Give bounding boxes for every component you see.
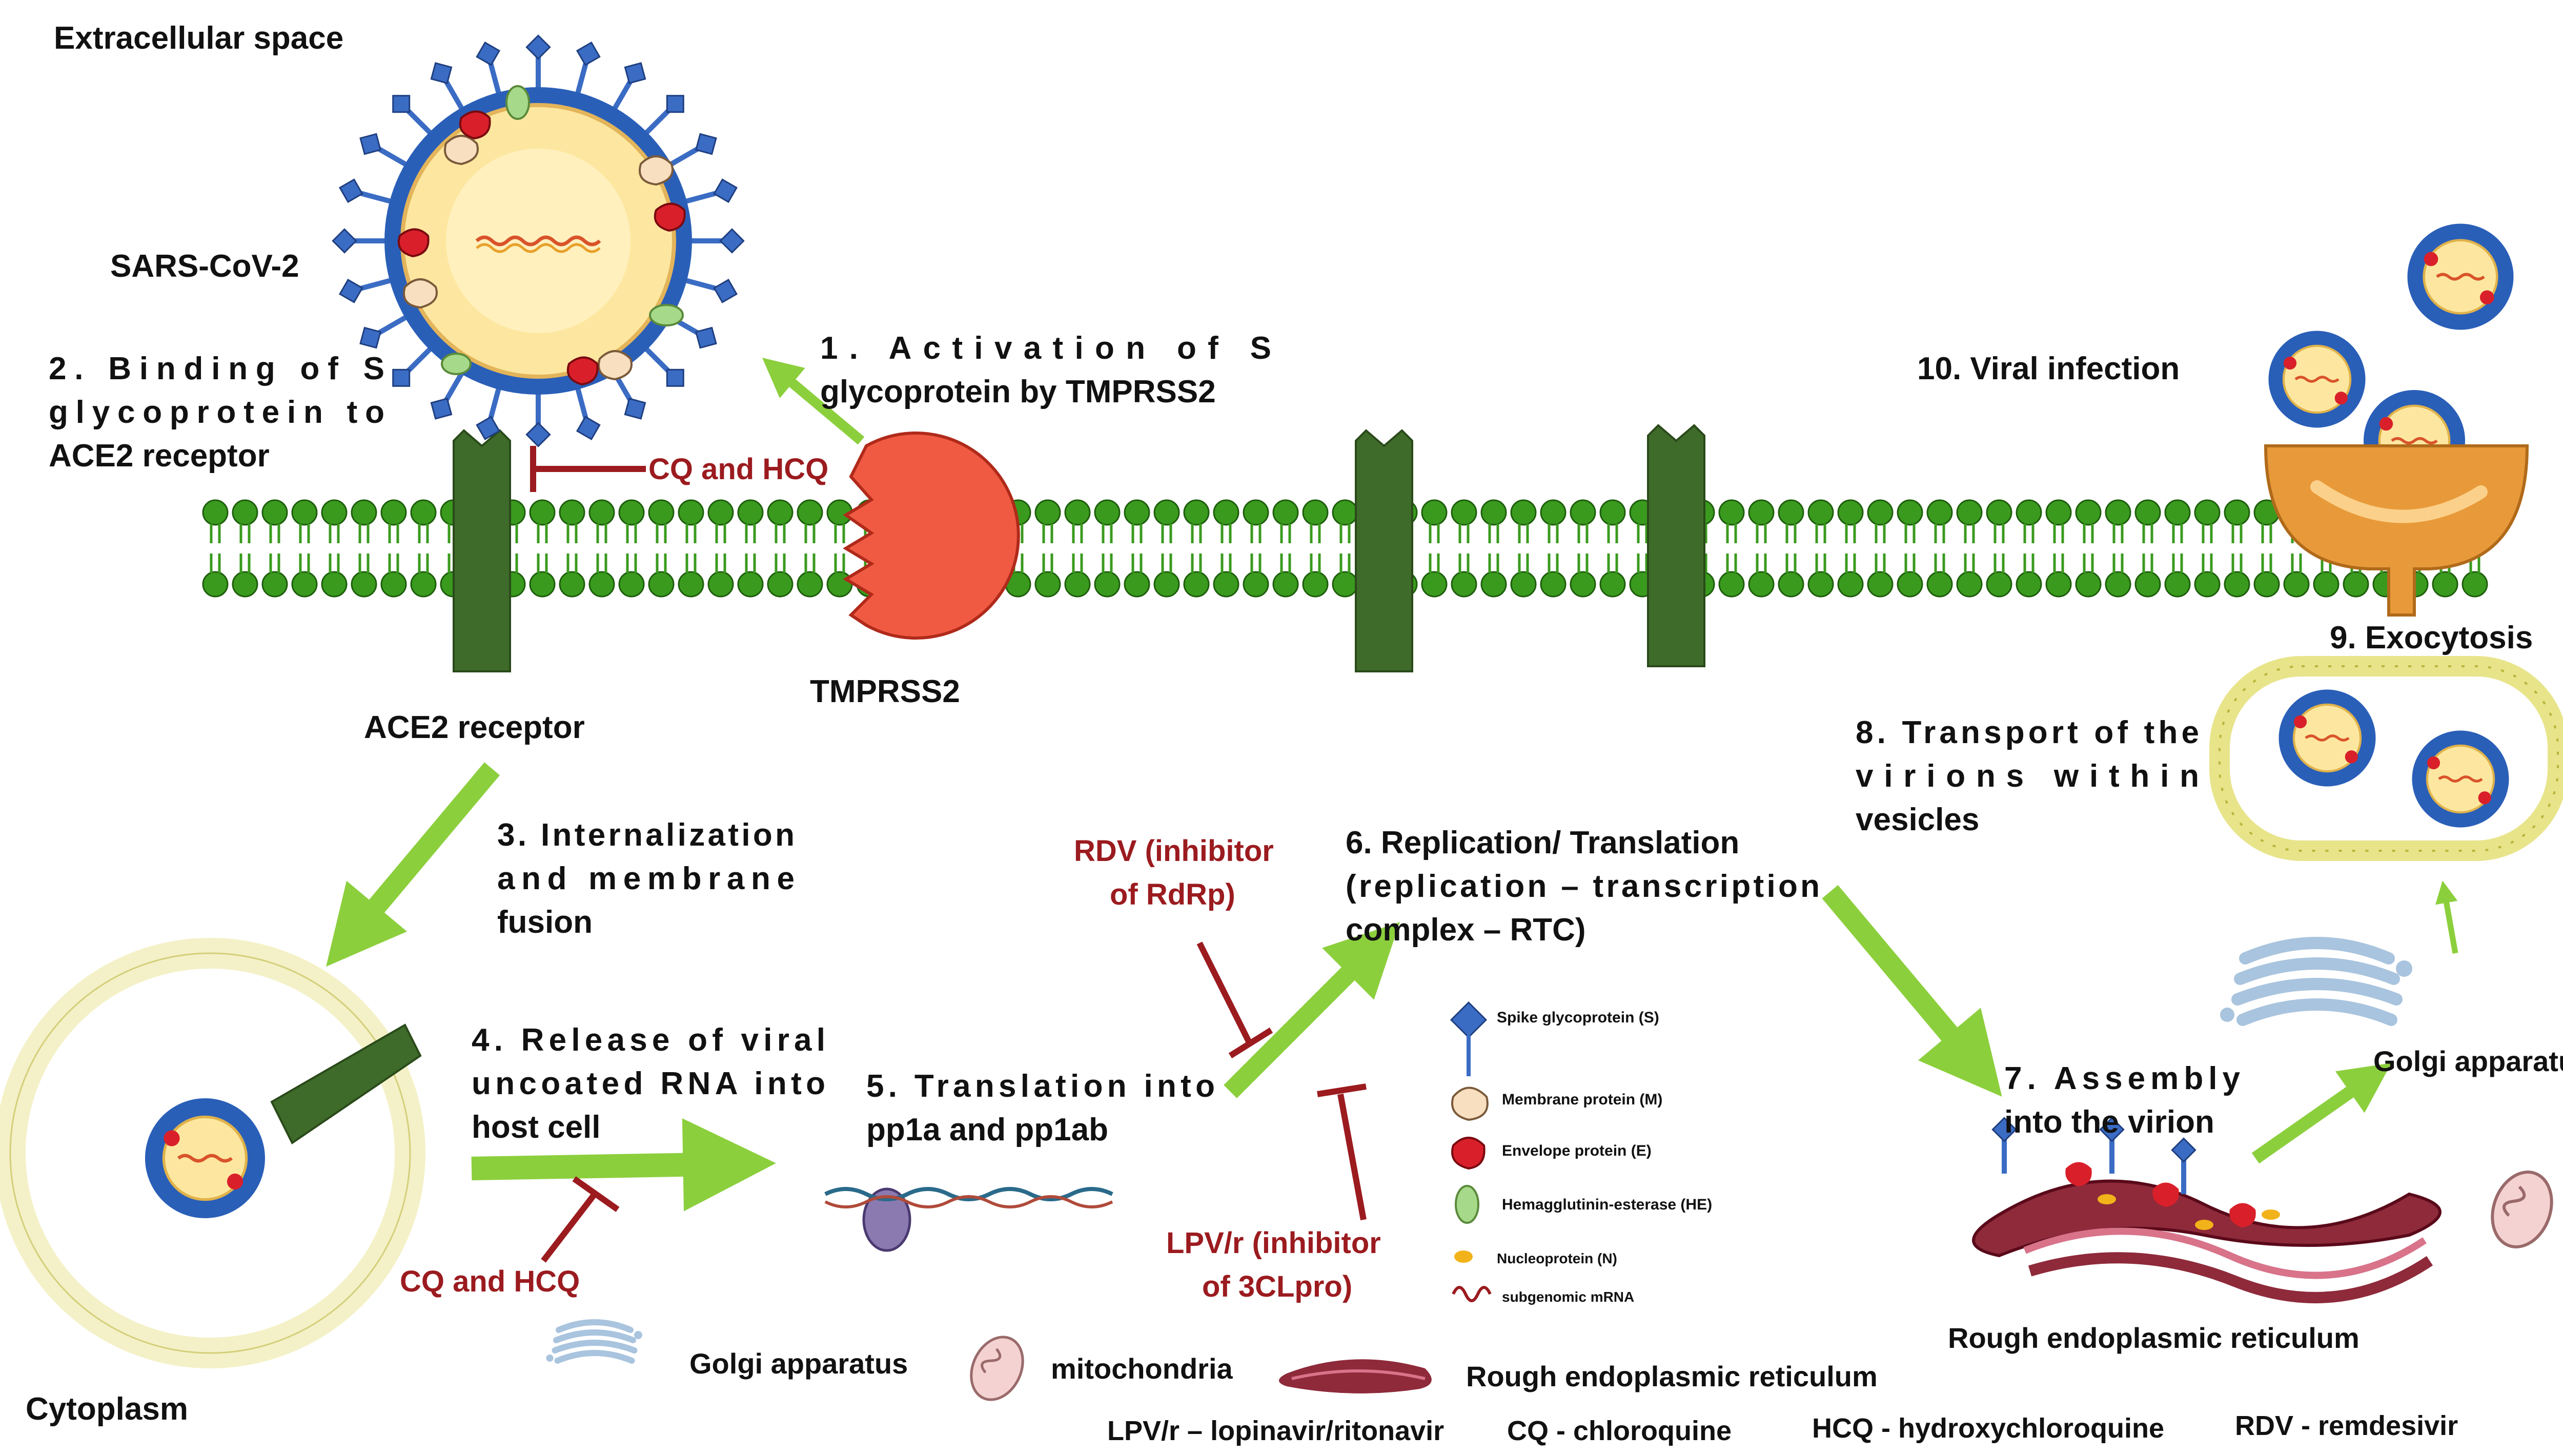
ace2-receptor [453,429,511,672]
abbr-rdv: RDV - remdesivir [2235,1410,2458,1441]
golgi-label-right: Golgi apparatus [2373,1045,2563,1077]
step-4-label: 4. Release of viral uncoated RNA into ho… [472,1022,839,1145]
transmembrane-protein [1355,429,1413,672]
key-mrna-label: subgenomic mRNA [1502,1289,1634,1305]
legend-golgi-icon [546,1322,643,1362]
cytoplasm-label: Cytoplasm [26,1391,188,1427]
legend-rer-label: Rough endoplasmic reticulum [1466,1360,1878,1392]
legend-rer-icon [1279,1359,1432,1393]
released-virion [2408,224,2514,330]
rdv-label: RDV (inhibitor of RdRp) [1074,834,1282,911]
ribosome-translation [824,1187,1113,1252]
sars-cov-2-virion [333,35,743,446]
key-spike-label: Spike glycoprotein (S) [1497,1009,1659,1026]
cq-hcq-entry-label: CQ and HCQ [648,453,828,486]
step-8-label: 8. Transport of the virions within vesic… [1856,715,2219,837]
key-nucleoprotein-label: Nucleoprotein (N) [1497,1250,1617,1266]
sars-cov-2-label: SARS-CoV-2 [110,249,299,284]
arrow-to-vesicle [2431,878,2467,955]
step-5-label: 5. Translation into pp1a and pp1ab [866,1069,1228,1147]
endosome [0,938,425,1368]
released-virion [2269,331,2366,428]
inhibitor-rdv [1196,941,1273,1059]
rough-endoplasmic-reticulum [1972,1118,2442,1303]
key-membrane-label: Membrane protein (M) [1502,1091,1662,1108]
protein-key [1450,1001,1492,1302]
mitochondrion [2483,1164,2562,1256]
abbr-lpv: LPV/r – lopinavir/ritonavir [1107,1416,1444,1446]
inhibitor-cq-hcq-entry [530,446,646,492]
golgi-apparatus [2220,943,2412,1022]
inhibitor-lpv [1317,1083,1367,1221]
exocytosis-cup [2264,444,2529,617]
tmprss2-enzyme [843,432,1020,640]
lpv-label: LPV/r (inhibitor of 3CLpro) [1166,1226,1389,1303]
arrow-assembly [1798,865,2033,1123]
rer-label: Rough endoplasmic reticulum [1948,1322,2359,1354]
step-6-label: 6. Replication/ Translation (replication… [1346,825,1832,948]
plasma-membrane [203,500,2487,597]
legend-mito-label: mitochondria [1051,1352,1233,1385]
transport-vesicle [2209,656,2563,861]
abbr-hcq: HCQ - hydroxychloroquine [1812,1413,2164,1444]
step-1-label: 1. Activation of S glycoprotein by TMPRS… [820,331,1292,409]
abbr-cq: CQ - chloroquine [1507,1416,1732,1446]
legend-golgi-label: Golgi apparatus [689,1347,908,1380]
legend-mitochondria-icon [962,1328,1033,1408]
arrow-internalization [296,743,522,992]
key-envelope-label: Envelope protein (E) [1502,1142,1652,1159]
ace2-label: ACE2 receptor [364,710,585,745]
step-7-label: 7. Assembly into the virion [2004,1061,2254,1140]
step-9-label: 9. Exocytosis [2330,620,2533,655]
inhibitor-cq-hcq-release [541,1176,620,1263]
tmprss2-label: TMPRSS2 [810,674,960,709]
step-3-label: 3. Internalization and membrane fusion [497,817,810,940]
transmembrane-protein [1647,424,1705,667]
cq-hcq-release-label: CQ and HCQ [400,1265,580,1298]
step-10-label: 10. Viral infection [1917,351,2180,386]
step-2-label: 2. Binding of S glycoprotein to ACE2 rec… [49,351,401,474]
extracellular-space-label: Extracellular space [54,20,343,56]
key-he-label: Hemagglutinin-esterase (HE) [1502,1196,1712,1213]
